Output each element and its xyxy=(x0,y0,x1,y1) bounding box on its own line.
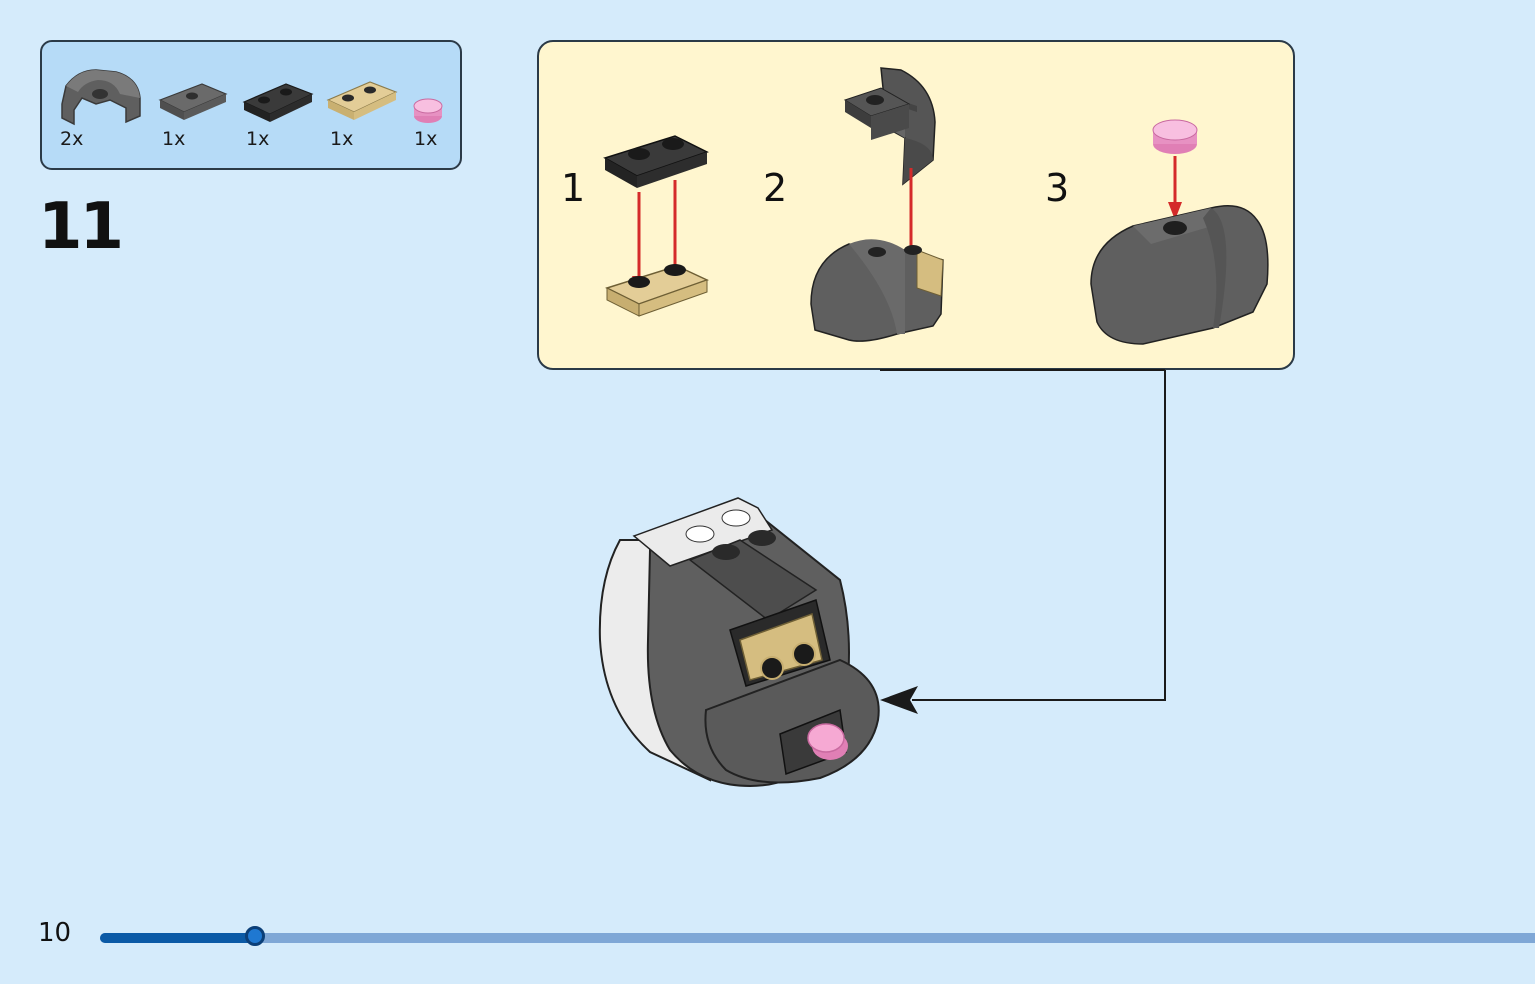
part-quantity: 1x xyxy=(246,128,270,150)
substep-number: 1 xyxy=(561,166,586,210)
main-model-illustration xyxy=(598,497,880,788)
parts-list-box: 2x 1x 1x 1x 1x xyxy=(40,40,462,170)
part-quantity: 1x xyxy=(414,128,438,150)
part-quantity: 1x xyxy=(330,128,354,150)
substep-number: 3 xyxy=(1045,166,1070,210)
sub-assembly-box: 1 2 3 xyxy=(537,40,1295,370)
progress-bar xyxy=(100,926,1535,946)
page-number: 10 xyxy=(38,918,72,948)
part-quantity: 1x xyxy=(162,128,186,150)
pink-round-tile-icon xyxy=(413,98,443,123)
substep-number: 2 xyxy=(763,166,788,210)
part-quantity: 2x xyxy=(60,128,84,150)
substep-2-illustration xyxy=(810,67,944,342)
progress-fill xyxy=(100,933,255,943)
dark-gray-curved-slope-icon xyxy=(61,69,141,126)
substep-1-illustration xyxy=(603,135,709,317)
dark-gray-plate-1x2-jumper-icon xyxy=(158,83,228,120)
step-number: 11 xyxy=(38,190,124,264)
tan-plate-1x2-icon xyxy=(326,81,398,120)
progress-knob xyxy=(245,926,265,946)
black-plate-1x2-icon xyxy=(242,83,314,122)
substep-3-illustration xyxy=(1090,119,1269,345)
